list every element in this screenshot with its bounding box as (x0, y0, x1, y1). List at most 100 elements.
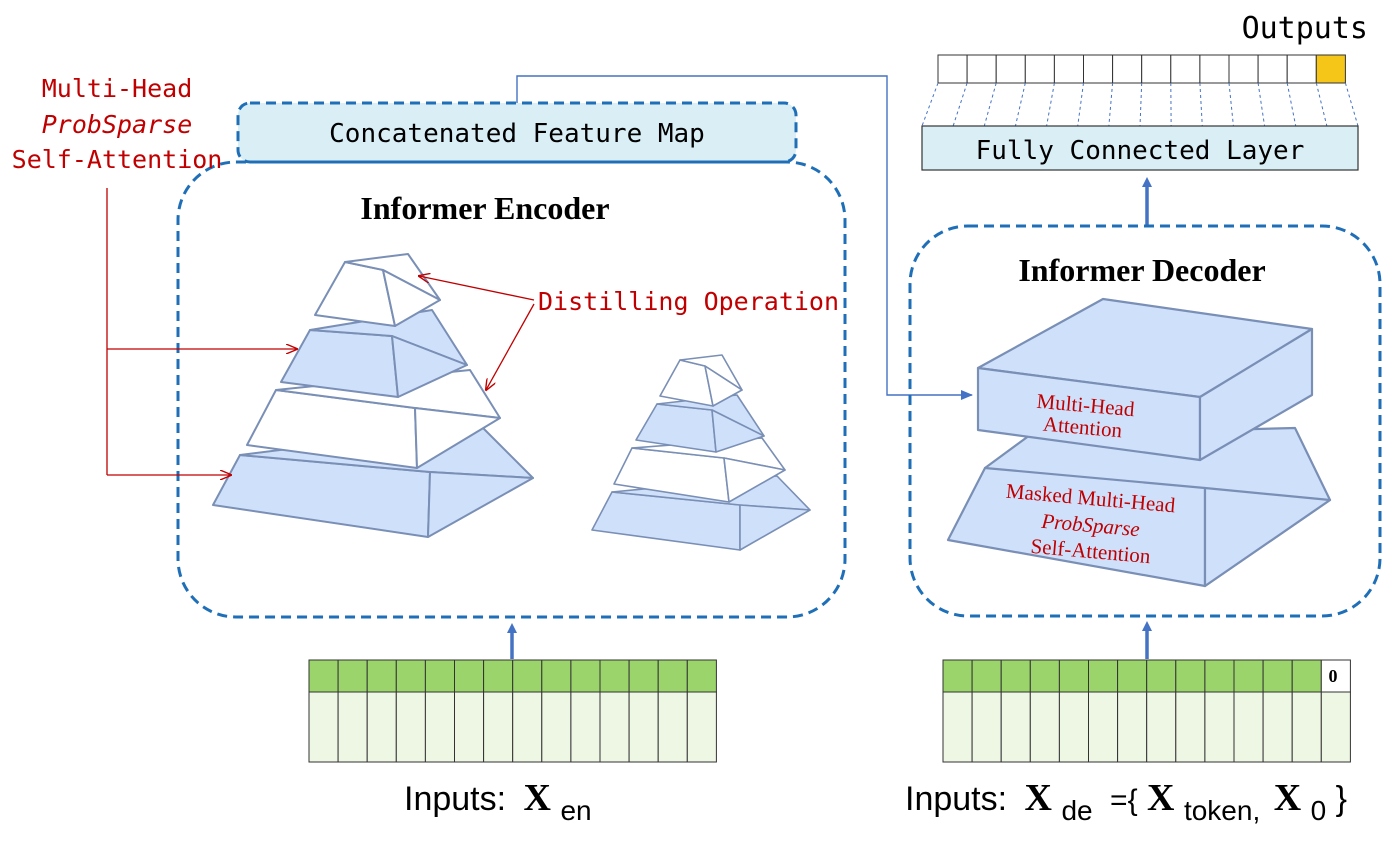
concatenated-feature-map-label: Concatenated Feature Map (329, 119, 705, 149)
mh-probsparse-label-line1: Multi-Head (42, 74, 193, 103)
decoder-token-var: X (1147, 777, 1174, 819)
encoder-input-grid (308, 659, 717, 763)
input-token-cell (1058, 659, 1090, 693)
output-cells (937, 54, 1346, 84)
decoder-masked-attention-block (946, 426, 1332, 588)
input-feature-cell (512, 691, 543, 763)
input-token-cell (308, 659, 339, 693)
encoder-input-sub: en (560, 795, 591, 826)
output-projection-line (952, 82, 968, 127)
input-feature-cell (483, 691, 514, 763)
input-token-cell (628, 659, 659, 693)
input-token-cell (971, 659, 1002, 693)
input-feature-cell (1117, 691, 1148, 763)
input-feature-cell (1233, 691, 1264, 763)
distilling-operation-label: Distilling Operation (538, 287, 839, 316)
input-feature-cell (628, 691, 659, 763)
decoder-dashed-box (908, 224, 1382, 618)
decoder-input-grid (942, 659, 1351, 763)
encoder-title: Informer Encoder (360, 190, 609, 226)
input-token-cell (1088, 659, 1119, 693)
decoder-zero-cell-label: 0 (1329, 666, 1338, 686)
input-token-cell (1000, 659, 1031, 693)
output-cell (1112, 54, 1143, 84)
decoder-title: Informer Decoder (1018, 252, 1265, 288)
output-cell (1257, 54, 1288, 84)
output-projection-line (1344, 82, 1359, 127)
input-token-cell (1117, 659, 1148, 693)
encoder-pyramid-small (591, 354, 811, 551)
input-feature-cell (424, 691, 455, 763)
input-token-cell (337, 659, 368, 693)
output-cell (1141, 54, 1172, 84)
input-feature-cell (1058, 691, 1090, 763)
fully-connected-layer-box (921, 125, 1359, 171)
output-projection-line (1077, 82, 1084, 127)
encoder-dashed-box (176, 160, 847, 619)
encoder-input-label: Inputs: X en (404, 777, 592, 826)
input-feature-cell (1088, 691, 1119, 763)
encoder-input-prefix: Inputs: (404, 780, 506, 818)
input-token-cell (599, 659, 630, 693)
output-projection-line (1014, 82, 1026, 127)
decoder-input-eq: ={ (1110, 784, 1138, 817)
input-token-cell (686, 659, 717, 693)
decoder-input-var: X (1025, 777, 1052, 819)
input-token-cell (1262, 659, 1293, 693)
input-token-cell (570, 659, 601, 693)
input-feature-cell (454, 691, 485, 763)
output-projection-line (1315, 82, 1328, 127)
output-projection-line (983, 82, 997, 127)
output-projection-line (1199, 82, 1203, 127)
output-projection-line (1139, 82, 1143, 127)
input-feature-cell (1262, 691, 1293, 763)
output-projection-lines (921, 82, 1359, 127)
output-cell-highlight (1315, 54, 1346, 84)
encoder-input-var: X (524, 777, 551, 819)
output-cell (1083, 54, 1114, 84)
decoder-input-close: } (1336, 780, 1347, 818)
distilling-pointers (419, 276, 535, 390)
input-feature-cell (541, 691, 572, 763)
input-token-cell (1233, 659, 1264, 693)
input-feature-cell (1204, 691, 1235, 763)
output-projection-line (921, 82, 939, 127)
input-feature-cell (337, 691, 368, 763)
input-token-cell (454, 659, 485, 693)
input-feature-cell (1000, 691, 1031, 763)
input-token-cell (395, 659, 426, 693)
input-feature-cell (1320, 691, 1351, 763)
mh-probsparse-pointers (106, 188, 297, 475)
output-cell (1053, 54, 1085, 84)
input-feature-cell (570, 691, 601, 763)
encoder-pyramid-large (212, 253, 534, 538)
input-feature-cell (395, 691, 426, 763)
output-cell (966, 54, 997, 84)
input-token-cell (483, 659, 514, 693)
output-projection-line (1108, 82, 1114, 127)
input-feature-cell (599, 691, 630, 763)
decoder-input-label: Inputs: X de ={ X token, X 0 } (905, 777, 1347, 828)
input-feature-cell (1029, 691, 1060, 763)
output-projection-line (1228, 82, 1234, 127)
output-cell (1199, 54, 1230, 84)
output-cell (1228, 54, 1259, 84)
input-feature-cell (971, 691, 1002, 763)
fully-connected-layer-label: Fully Connected Layer (976, 136, 1305, 166)
input-token-cell (541, 659, 572, 693)
input-token-cell (1204, 659, 1235, 693)
input-feature-cell (657, 691, 688, 763)
output-cell (937, 54, 968, 84)
decoder-zero-sub: 0 (1311, 795, 1327, 826)
input-feature-cell (308, 691, 339, 763)
input-token-cell (1029, 659, 1060, 693)
decoder-input-sub: de (1061, 795, 1092, 826)
mh-probsparse-label-line3: Self-Attention (12, 145, 223, 174)
outputs-label: Outputs (1242, 11, 1368, 46)
input-feature-cell (1175, 691, 1206, 763)
input-token-cell (1146, 659, 1177, 693)
output-projection-line (1286, 82, 1297, 127)
input-token-cell (1291, 659, 1322, 693)
input-token-cell (657, 659, 688, 693)
